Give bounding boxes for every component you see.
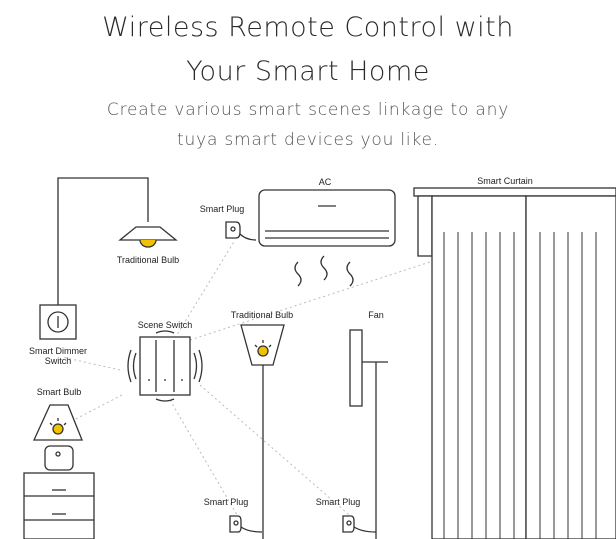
smart-plug-bottom-right-label: Smart Plug [315,497,361,507]
scene-switch-label: Scene Switch [137,320,193,330]
smart-curtain [413,187,616,539]
floor-lamp [240,324,285,539]
traditional-bulb-ceiling-label: Traditional Bulb [116,255,180,265]
smart-plug-top [225,221,257,241]
fan [349,329,388,539]
subtitle-line1: Create various smart scenes linkage to a… [106,100,510,120]
ceiling-lamp [57,177,178,305]
smart-plug-bottom-right [342,515,377,533]
smart-curtain-label: Smart Curtain [477,176,533,186]
smart-dimmer-label-line1: Smart Dimmer [29,346,87,356]
ac-label: AC [318,177,332,187]
page-title: Wireless Remote Control with [102,12,514,43]
smart-plug-bottom-left-label: Smart Plug [203,497,249,507]
ac-unit [258,189,396,287]
smart-bulb-lamp [23,404,95,539]
smart-plug-top-label: Smart Plug [199,204,245,214]
fan-label: Fan [368,310,384,320]
page-title-line2: Your Smart Home [186,56,430,87]
smart-bulb-label: Smart Bulb [36,387,82,397]
scene-switch [127,330,203,402]
subtitle-line2: tuya smart devices you like. [177,130,439,150]
traditional-bulb-floor-label: Traditional Bulb [230,310,294,320]
smart-dimmer-switch [39,304,77,340]
smart-plug-bottom-left [229,515,263,533]
dashed-links [61,239,431,521]
smart-dimmer-label: Smart Dimmer Switch [20,346,96,366]
smart-dimmer-label-line2: Switch [44,356,72,366]
